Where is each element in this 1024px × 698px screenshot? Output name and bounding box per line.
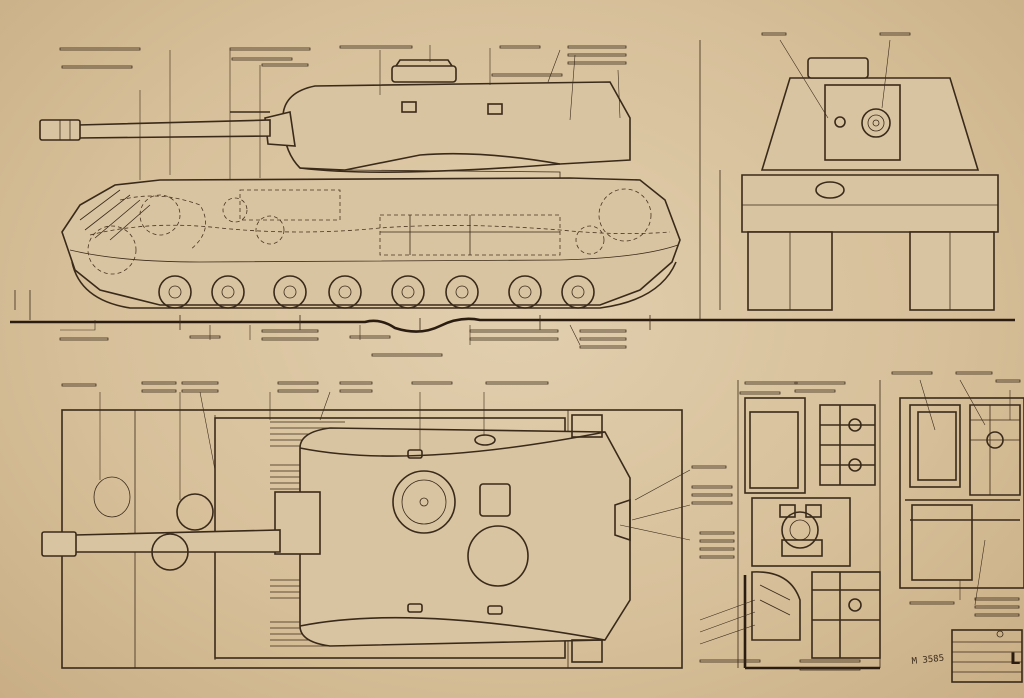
- front-elevation-view: [741, 32, 999, 311]
- plan-cupola: [392, 470, 456, 534]
- road-wheels: [158, 275, 595, 309]
- detail-curved-part: [751, 571, 801, 641]
- front-mantlet: [824, 84, 901, 161]
- plan-fan-left: [176, 493, 214, 531]
- detail-mechanism-upper: [819, 404, 876, 486]
- plan-hatch-rect: [479, 483, 511, 517]
- dimension-ticks: [14, 40, 721, 332]
- idler-wheel: [87, 225, 137, 275]
- gun-barrel: [77, 119, 271, 139]
- top-plan-view: [41, 381, 733, 669]
- detail-gearbox: [779, 504, 823, 557]
- section-detail-right: [891, 371, 1024, 617]
- plan-mantlet: [274, 491, 321, 555]
- title-block: M 3585 L: [911, 629, 1023, 683]
- detail-seat-box: [751, 497, 851, 567]
- track-lower: [71, 261, 677, 309]
- commander-cupola: [391, 65, 457, 83]
- section-detail-left: [699, 380, 881, 671]
- title-block-frame: [951, 629, 1023, 683]
- internal-components: [89, 189, 671, 256]
- turret-side: [282, 81, 631, 171]
- stamp-number: M 3585: [911, 654, 944, 667]
- hull-side: [61, 177, 681, 306]
- plan-hatch-round: [467, 525, 529, 587]
- track-upper: [69, 244, 679, 263]
- detail-box-lower: [811, 571, 881, 659]
- plan-muzzle-brake: [41, 531, 77, 557]
- side-elevation-view: [10, 40, 1015, 357]
- detail-box-upper: [744, 397, 806, 494]
- front-coax: [834, 116, 846, 128]
- drive-sprocket: [598, 188, 652, 242]
- turret-port-2: [487, 103, 503, 115]
- detail-right-frame: [899, 397, 1024, 589]
- front-hull: [741, 174, 999, 233]
- plan-barrel: [74, 529, 281, 553]
- turret-top: [299, 427, 631, 647]
- front-track-right: [909, 231, 995, 311]
- detail-left-leaders: [699, 381, 861, 671]
- front-hatch: [815, 181, 845, 199]
- front-cupola: [807, 57, 869, 79]
- turret-base: [299, 163, 561, 173]
- plan-leaders: [61, 381, 733, 541]
- side-view-leaders: [60, 45, 621, 346]
- hull-hatching: [79, 189, 151, 241]
- turret-port-1: [401, 101, 417, 113]
- detail-right-leaders: [891, 371, 1021, 617]
- ground-line: [10, 317, 1015, 333]
- front-gun-bore: [861, 108, 891, 138]
- side-view-annotations: [59, 45, 627, 357]
- corner-letter: L: [1010, 649, 1020, 668]
